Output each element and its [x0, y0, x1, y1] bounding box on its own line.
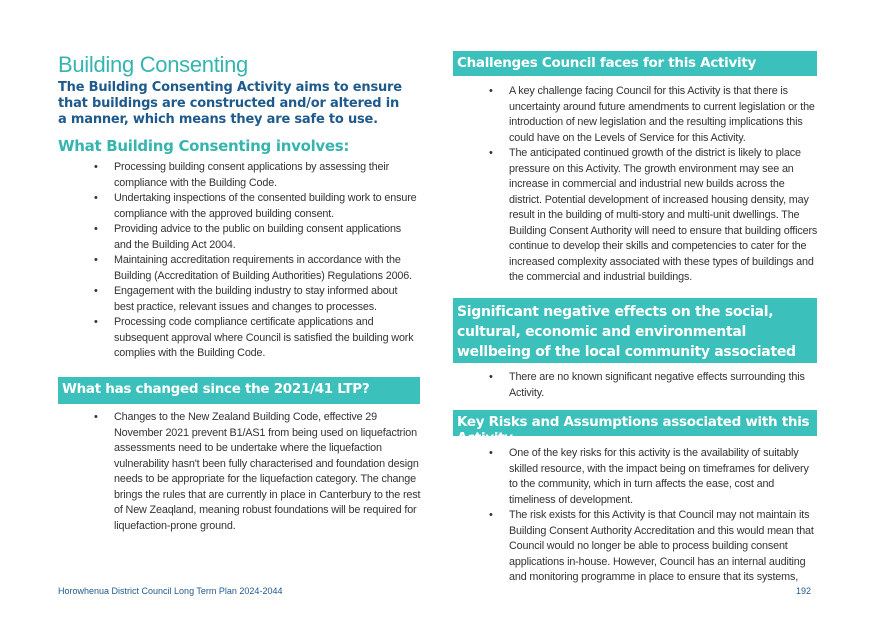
- list-item: Maintaining accreditation requirements i…: [92, 253, 417, 284]
- list-item: The anticipated continued growth of the …: [487, 146, 819, 286]
- list-item: Providing advice to the public on buildi…: [92, 222, 417, 253]
- risks-list: One of the key risks for this activity i…: [487, 446, 819, 586]
- page-title: Building Consenting: [58, 52, 248, 77]
- challenges-list: A key challenge facing Council for this …: [487, 84, 819, 286]
- list-item: Processing code compliance certificate a…: [92, 315, 417, 362]
- negative-effects-list: There are no known significant negative …: [487, 370, 819, 401]
- involves-heading: What Building Consenting involves:: [58, 137, 350, 155]
- list-item: Changes to the New Zealand Building Code…: [92, 410, 422, 534]
- risks-heading: Key Risks and Assumptions associated wit…: [453, 410, 817, 446]
- changed-heading: What has changed since the 2021/41 LTP?: [58, 377, 420, 404]
- list-item: Processing building consent applications…: [92, 160, 417, 191]
- involves-list: Processing building consent applications…: [92, 160, 417, 362]
- list-item: There are no known significant negative …: [487, 370, 819, 401]
- negative-effects-heading: Significant negative effects on the soci…: [453, 298, 817, 380]
- intro-text: The Building Consenting Activity aims to…: [58, 80, 402, 127]
- list-item: A key challenge facing Council for this …: [487, 84, 819, 146]
- list-item: Engagement with the building industry to…: [92, 284, 417, 315]
- list-item: Undertaking inspections of the consented…: [92, 191, 417, 222]
- footer-title: Horowhenua District Council Long Term Pl…: [58, 586, 283, 596]
- list-item: One of the key risks for this activity i…: [487, 446, 819, 508]
- challenges-heading: Challenges Council faces for this Activi…: [453, 51, 817, 76]
- list-item: The risk exists for this Activity is tha…: [487, 508, 819, 586]
- changed-list: Changes to the New Zealand Building Code…: [92, 410, 422, 534]
- page-number: 192: [795, 586, 811, 596]
